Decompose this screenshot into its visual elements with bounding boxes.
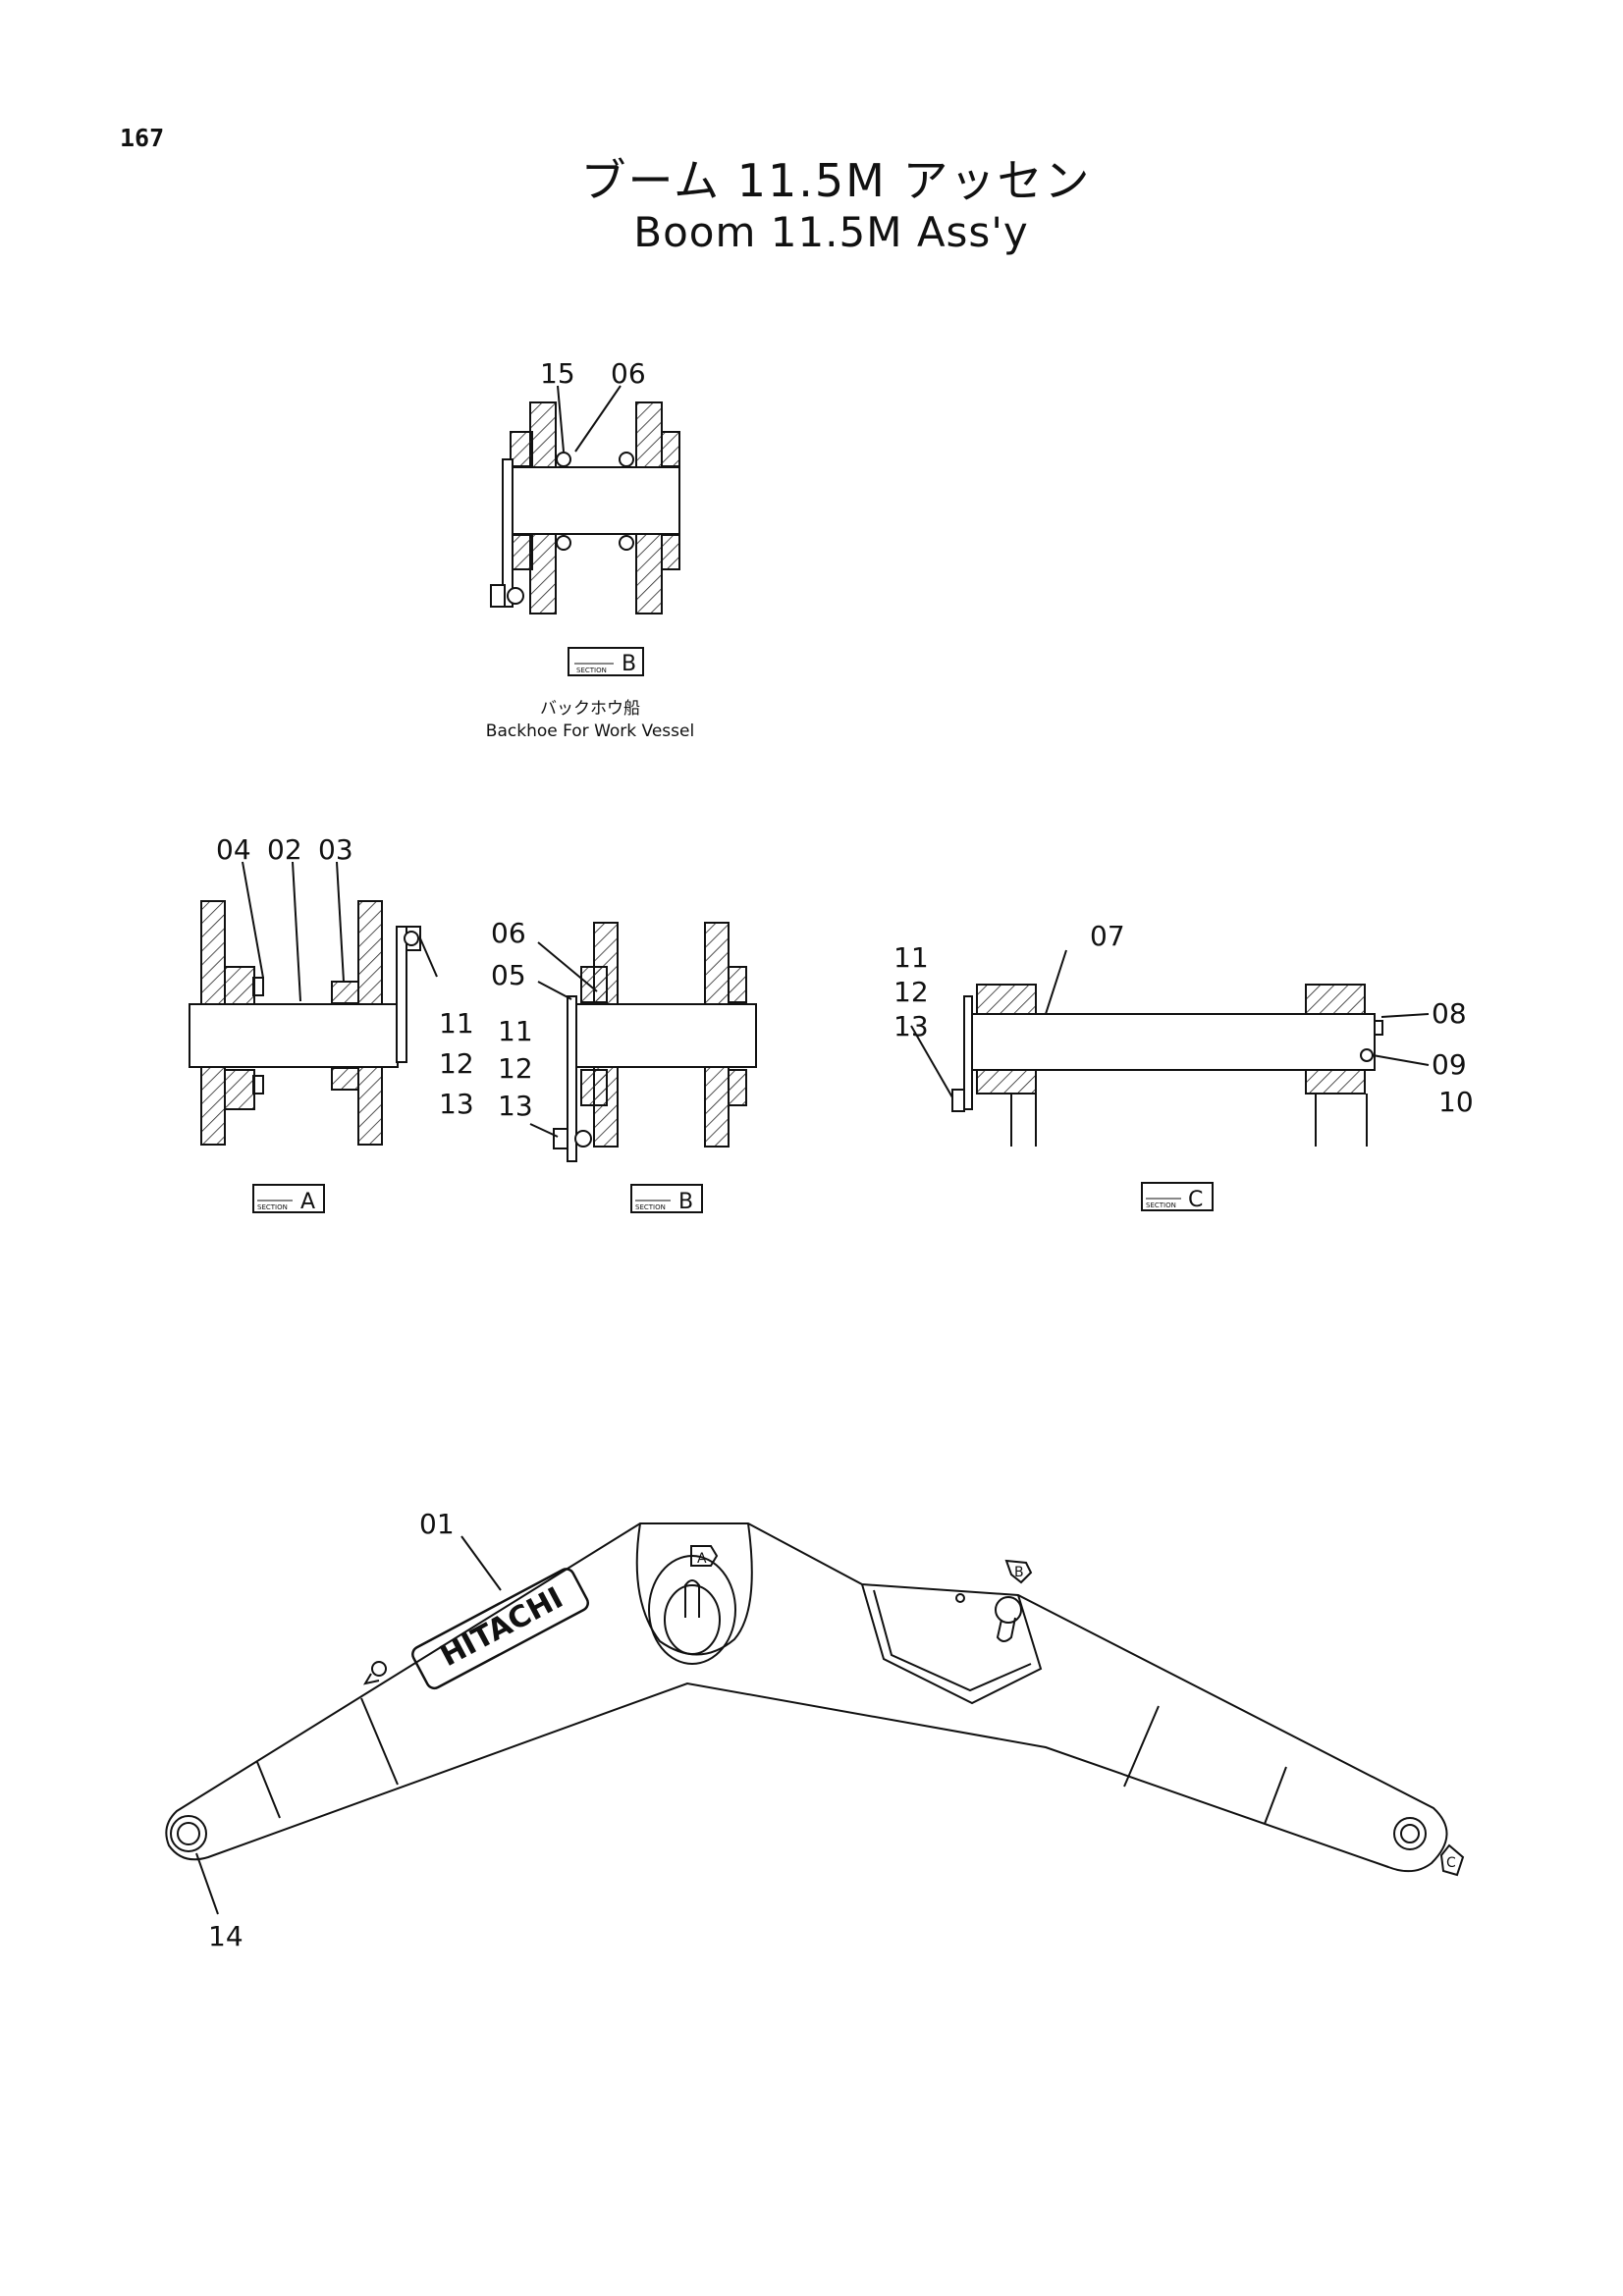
part-label: 13: [498, 1090, 533, 1122]
part-label: 08: [1432, 997, 1467, 1030]
section-tag-label: SECTION: [576, 667, 607, 674]
part-label: 15: [540, 357, 575, 390]
part-label: 13: [439, 1088, 474, 1120]
view-marker-c: C: [1446, 1855, 1456, 1871]
page-number: 167: [120, 124, 165, 152]
part-label: 06: [491, 917, 526, 949]
part-label: 07: [1090, 920, 1125, 952]
part-label: 13: [893, 1010, 929, 1042]
section-tag-letter: C: [1188, 1188, 1203, 1212]
part-label: 12: [893, 976, 929, 1008]
part-label: 12: [498, 1052, 533, 1085]
part-label: 02: [267, 833, 302, 866]
part-label: 03: [318, 833, 353, 866]
caption-en: Backhoe For Work Vessel: [486, 721, 694, 741]
part-label: 06: [611, 357, 646, 390]
part-label: 12: [439, 1047, 474, 1080]
part-label: 01: [419, 1508, 455, 1540]
caption-jp: バックホウ船: [540, 699, 640, 719]
section-a-view: [189, 861, 438, 1146]
section-tag-label: SECTION: [1146, 1201, 1176, 1209]
page-title-en: Boom 11.5M Ass'y: [633, 208, 1029, 256]
part-label: 11: [893, 941, 929, 974]
section-tag-label: SECTION: [257, 1203, 288, 1211]
part-label: 04: [216, 833, 251, 866]
section-tag-letter: A: [300, 1190, 315, 1214]
section-tag-letter: B: [622, 652, 636, 676]
part-label: 11: [439, 1007, 474, 1040]
section-tag: SECTION A: [252, 1184, 325, 1214]
section-tag: SECTION C: [1141, 1182, 1214, 1212]
section-tag-letter: B: [678, 1190, 693, 1214]
boom-outline: [165, 1522, 1465, 1915]
section-c-view: [910, 949, 1430, 1147]
part-label: 11: [498, 1015, 533, 1047]
page-title-jp: ブーム 11.5M アッセン: [580, 154, 1092, 207]
section-tag: SECTION B: [630, 1184, 703, 1214]
view-marker-a: A: [697, 1551, 707, 1567]
section-top-view: [490, 385, 680, 614]
part-label: 14: [208, 1920, 243, 1952]
view-marker-b: B: [1014, 1565, 1024, 1580]
part-label: 05: [491, 959, 526, 991]
section-tag: SECTION B: [568, 647, 644, 676]
part-label: 09: [1432, 1048, 1467, 1081]
part-label: 10: [1438, 1086, 1474, 1118]
section-b-view: [529, 922, 757, 1162]
section-tag-label: SECTION: [635, 1203, 666, 1211]
